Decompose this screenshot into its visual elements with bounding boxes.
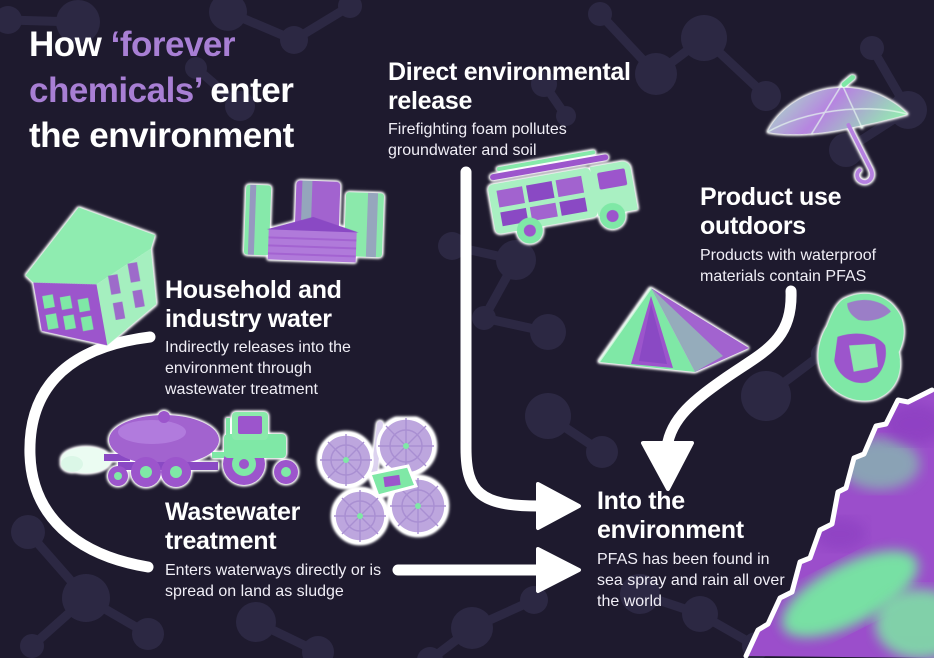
fire-truck-image: [488, 150, 638, 244]
factory-image: [243, 180, 384, 263]
wastewater-treatment-tanks-image: [318, 418, 448, 544]
slurry-tractor-image: [61, 411, 298, 487]
product-use-body: Products with waterproof materials conta…: [700, 247, 877, 286]
direct-release-body: Firefighting foam pollutes groundwater a…: [388, 121, 567, 160]
page-title: How ‘forever chemicals’ enter the enviro…: [29, 22, 369, 159]
title-text-white-2: enter: [210, 70, 294, 110]
waterproof-jacket-image: [818, 293, 904, 401]
arrowhead-direct: [536, 482, 581, 530]
direct-release-heading: Direct environmental release: [388, 58, 631, 115]
into-environment-heading: Into the environment: [597, 487, 744, 544]
household-body: Indirectly releases into the environment…: [165, 339, 351, 399]
household-heading: Household and industry water: [165, 276, 342, 333]
tent-image: [598, 287, 749, 372]
title-text-white-1: How: [29, 25, 111, 64]
title-text-purple-1: ‘forever: [110, 25, 236, 64]
arrowhead-products: [641, 441, 694, 491]
wastewater-body: Enters waterways directly or is spread o…: [165, 562, 382, 601]
umbrella-image: [767, 74, 908, 185]
title-text-purple-2: chemicals’: [29, 70, 211, 110]
title-text-white-3: the environment: [29, 116, 294, 155]
into-environment-body: PFAS has been found in sea spray and rai…: [597, 551, 785, 611]
product-use-heading: Product use outdoors: [700, 183, 842, 240]
arrowhead-wastewater: [536, 547, 581, 593]
wastewater-heading: Wastewater treatment: [165, 498, 301, 555]
house-image: [25, 207, 157, 346]
